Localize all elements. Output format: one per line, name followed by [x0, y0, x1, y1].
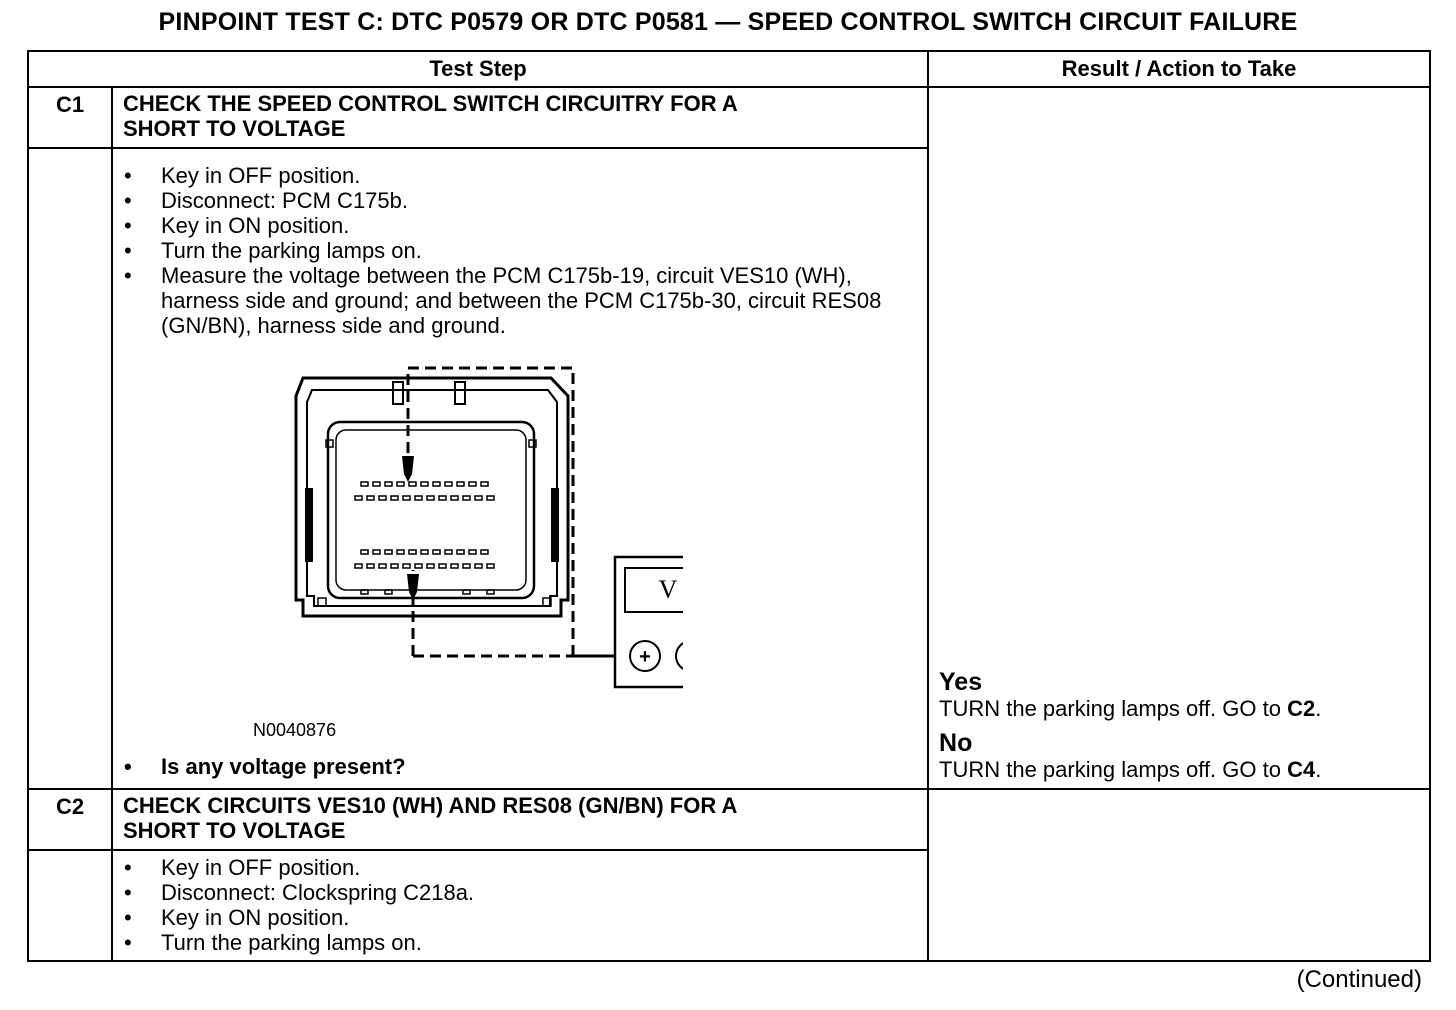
- step-c2-heading-line2: SHORT TO VOLTAGE: [123, 818, 346, 843]
- dashed-probe-leads: [406, 366, 575, 658]
- list-item: Key in OFF position.: [113, 163, 927, 188]
- step-id-c1: C1: [27, 86, 113, 149]
- step-c1-result: Yes TURN the parking lamps off. GO to C2…: [927, 86, 1432, 790]
- step-c2-heading: CHECK CIRCUITS VES10 (WH) AND RES08 (GN/…: [110, 788, 930, 851]
- list-item: Key in ON position.: [113, 213, 927, 238]
- list-item: Key in OFF position.: [113, 855, 927, 880]
- pinpoint-test-table: Test Step Result / Action to Take C1 CHE…: [26, 50, 1432, 962]
- list-item: Turn the parking lamps on.: [113, 238, 927, 263]
- step-c1-heading: CHECK THE SPEED CONTROL SWITCH CIRCUITRY…: [110, 86, 930, 149]
- no-action-text: TURN the parking lamps off. GO to: [939, 757, 1288, 782]
- step-c2-id-spacer: [27, 849, 112, 962]
- yes-go-to-c2-link[interactable]: C2: [1287, 696, 1316, 721]
- no-period: .: [1315, 757, 1322, 782]
- pcm-connector: [294, 376, 570, 618]
- step-c1-question: Is any voltage present?: [113, 754, 927, 779]
- list-item: Measure the voltage between the PCM C175…: [113, 263, 927, 338]
- plus-terminal: +: [639, 646, 651, 668]
- list-item: Key in ON position.: [113, 905, 927, 930]
- no-action: TURN the parking lamps off. GO to C4.: [939, 757, 1419, 782]
- step-c1-body: Key in OFF position. Disconnect: PCM C17…: [110, 147, 930, 790]
- step-c2-result: [927, 788, 1432, 962]
- list-item: Disconnect: PCM C175b.: [113, 188, 927, 213]
- meter-symbol: V: [659, 575, 678, 604]
- step-c1-heading-line1: CHECK THE SPEED CONTROL SWITCH CIRCUITRY…: [123, 91, 738, 116]
- list-item: Disconnect: Clockspring C218a.: [113, 880, 927, 905]
- yes-action: TURN the parking lamps off. GO to C2.: [939, 696, 1419, 721]
- probe-tips: [402, 456, 419, 600]
- step-c2-instructions: Key in OFF position. Disconnect: Clocksp…: [113, 851, 927, 955]
- step-c1-id-spacer: [27, 147, 112, 790]
- step-c1-question-list: Is any voltage present?: [113, 754, 927, 779]
- step-c1-instructions: Key in OFF position. Disconnect: PCM C17…: [113, 149, 927, 338]
- step-id-c2: C2: [27, 788, 113, 851]
- no-go-to-c4-link[interactable]: C4: [1287, 757, 1316, 782]
- step-c2-body: Key in OFF position. Disconnect: Clocksp…: [110, 849, 930, 962]
- no-label: No: [939, 729, 973, 757]
- voltmeter-icon: V + −: [613, 555, 683, 689]
- figure-id: N0040876: [253, 720, 336, 740]
- pin-cavities: [354, 481, 495, 595]
- yes-period: .: [1315, 696, 1322, 721]
- result-action-header: Result / Action to Take: [927, 50, 1432, 88]
- page-title: PINPOINT TEST C: DTC P0579 OR DTC P0581 …: [158, 8, 1298, 36]
- yes-action-text: TURN the parking lamps off. GO to: [939, 696, 1288, 721]
- test-step-header: Test Step: [26, 50, 930, 88]
- table-header-row: Test Step Result / Action to Take: [26, 50, 1432, 88]
- step-c2-body-row: Key in OFF position. Disconnect: Clocksp…: [27, 849, 1430, 962]
- yes-label: Yes: [939, 668, 983, 696]
- step-c2-heading-line1: CHECK CIRCUITS VES10 (WH) AND RES08 (GN/…: [123, 793, 738, 818]
- step-c1-heading-line2: SHORT TO VOLTAGE: [123, 116, 346, 141]
- step-c1-body-row: Key in OFF position. Disconnect: PCM C17…: [27, 147, 1430, 790]
- step-c1-heading-row: C1 CHECK THE SPEED CONTROL SWITCH CIRCUI…: [27, 86, 1432, 790]
- list-item: Turn the parking lamps on.: [113, 930, 927, 955]
- step-c2-heading-row: C2 CHECK CIRCUITS VES10 (WH) AND RES08 (…: [27, 788, 1432, 962]
- continued-note: (Continued): [1296, 966, 1422, 993]
- connector-voltage-diagram: V + − N0040876: [253, 366, 683, 740]
